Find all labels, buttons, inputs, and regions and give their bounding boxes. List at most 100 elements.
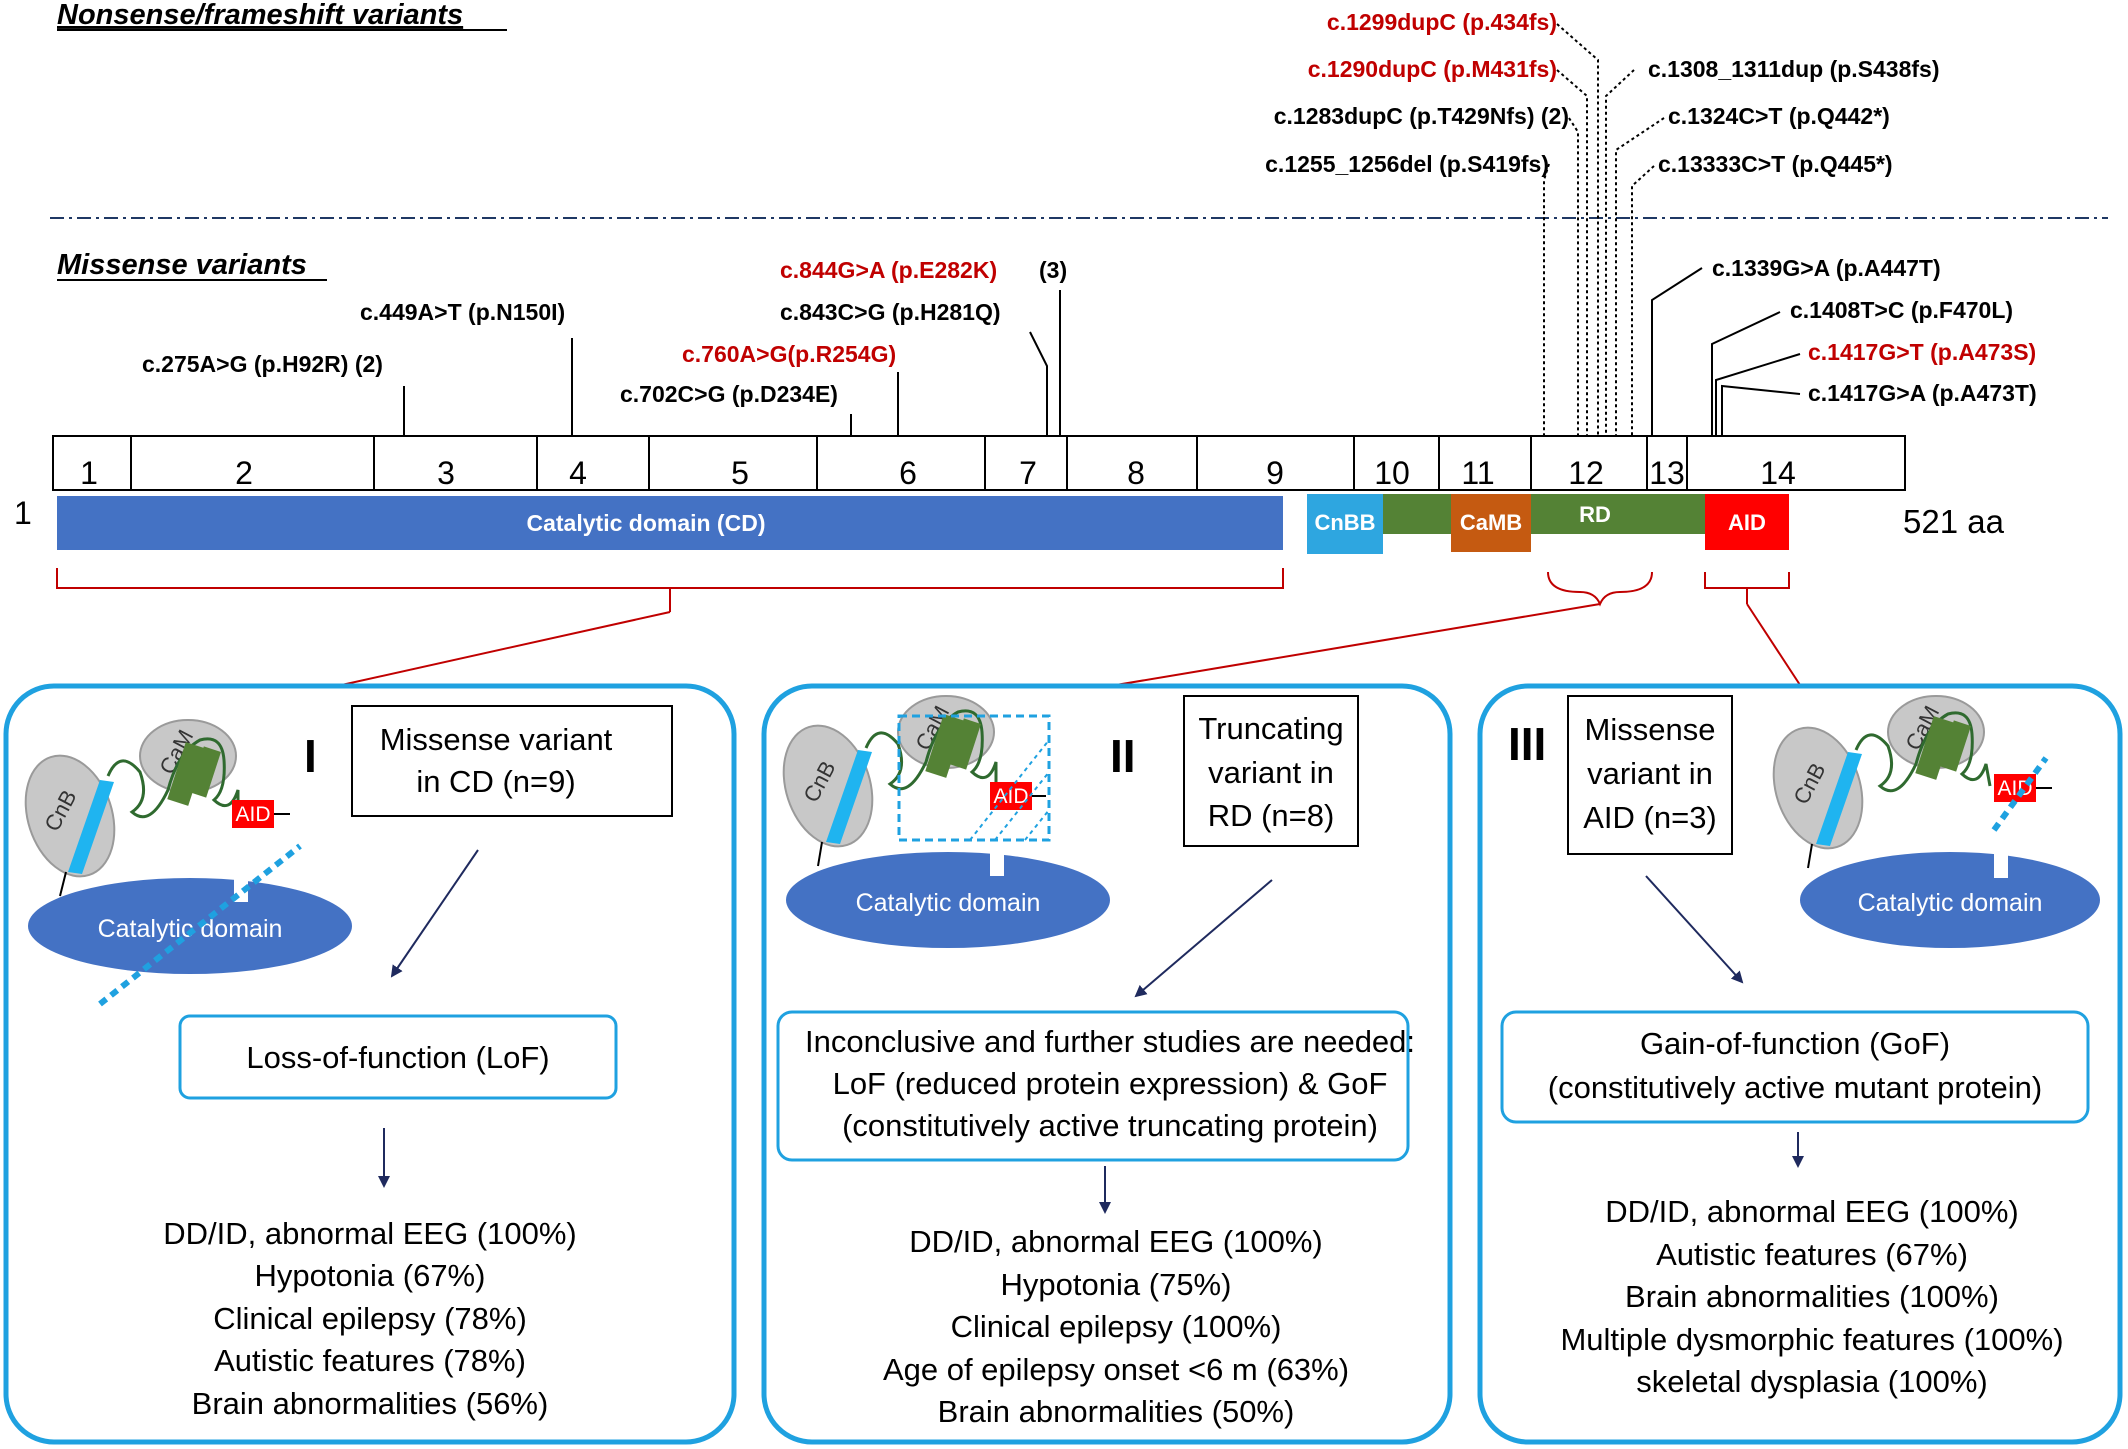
variant-box-line: variant in bbox=[1208, 755, 1334, 790]
feature-item: Age of epilepsy onset <6 m (63%) bbox=[883, 1352, 1349, 1387]
panel-numeral: II bbox=[1110, 730, 1136, 782]
exon-number: 4 bbox=[569, 455, 587, 491]
variant-label: c.1324C>T (p.Q442*) bbox=[1668, 103, 1890, 129]
cnb-ellipse bbox=[1772, 726, 1864, 850]
panel-ii: CnB CaM AID Catalytic domain II Truncati… bbox=[761, 683, 1453, 1445]
truncating-leader-lines bbox=[1543, 23, 1665, 436]
aid-cartoon-label: AID bbox=[235, 803, 270, 826]
feature-item: DD/ID, abnormal EEG (100%) bbox=[909, 1224, 1322, 1259]
connector-rd bbox=[1097, 603, 1601, 689]
camb-helix bbox=[167, 742, 207, 806]
enzyme-cartoon: CnB CaM AID Catalytic domain bbox=[782, 695, 1110, 948]
protein-start: 1 bbox=[14, 495, 32, 531]
variant-box-line: variant in bbox=[1587, 756, 1713, 791]
exon-number: 2 bbox=[235, 455, 253, 491]
aid-domain bbox=[1705, 494, 1789, 550]
exon-box bbox=[816, 435, 986, 491]
aid-cartoon-label: AID bbox=[1997, 777, 2032, 800]
variant-label: c.843C>G (p.H281Q) bbox=[780, 299, 1001, 325]
catalytic-domain-bar bbox=[57, 496, 1283, 550]
variant-label: c.1408T>C (p.F470L) bbox=[1790, 297, 2013, 323]
aid-cartoon-label: AID bbox=[993, 785, 1028, 808]
variant-label: c.1417G>T (p.A473S) bbox=[1808, 339, 2036, 365]
effect-line: Inconclusive and further studies are nee… bbox=[805, 1024, 1415, 1059]
variant-label: c.1283dupC (p.T429Nfs) (2) bbox=[1274, 103, 1569, 129]
catalytic-cartoon-label: Catalytic domain bbox=[1858, 889, 2043, 917]
catalytic-ellipse bbox=[1800, 852, 2100, 948]
variant-box-line: Missense variant bbox=[380, 722, 613, 757]
effect-box bbox=[1500, 1010, 2090, 1124]
cnbb-helix bbox=[68, 780, 114, 874]
feature-item: Hypotonia (75%) bbox=[1001, 1267, 1232, 1302]
exon-box bbox=[52, 435, 132, 491]
feature-item: Hypotonia (67%) bbox=[255, 1258, 486, 1293]
cnb-ellipse bbox=[24, 754, 116, 878]
feature-item: Clinical epilepsy (78%) bbox=[213, 1301, 527, 1336]
cnb-anchor bbox=[59, 871, 67, 897]
catalytic-cartoon-label: Catalytic domain bbox=[856, 889, 1041, 917]
cnb-anchor bbox=[1807, 843, 1813, 869]
feature-item: Brain abnormalities (100%) bbox=[1625, 1279, 1999, 1314]
camb-domain bbox=[1451, 494, 1531, 552]
catalytic-pocket bbox=[1994, 850, 2008, 878]
feature-item: Brain abnormalities (56%) bbox=[192, 1386, 549, 1421]
aid-label: AID bbox=[1728, 510, 1766, 535]
exon-box bbox=[130, 435, 375, 491]
effect-line: (constitutively active truncating protei… bbox=[842, 1108, 1378, 1143]
enzyme-cartoon: CnB CaM AID Catalytic domain bbox=[24, 719, 352, 1007]
variant-label: c.13333C>T (p.Q445*) bbox=[1658, 151, 1893, 177]
exon-number: 7 bbox=[1019, 455, 1037, 491]
variant-box-line: in CD (n=9) bbox=[416, 764, 575, 799]
aid-block bbox=[232, 800, 274, 828]
exon-number: 3 bbox=[437, 455, 455, 491]
catalytic-domain-label: Catalytic domain (CD) bbox=[527, 510, 766, 536]
variant-box bbox=[1183, 695, 1359, 847]
connector-aid bbox=[1746, 603, 1803, 689]
variant-box-line: AID (n=3) bbox=[1583, 800, 1717, 835]
exon-number: 14 bbox=[1760, 455, 1796, 491]
disruption-line bbox=[98, 843, 302, 1007]
catalytic-pocket bbox=[990, 852, 1004, 876]
variant-label: c.1290dupC (p.M431fs) bbox=[1308, 56, 1557, 82]
cnb-ellipse bbox=[782, 724, 874, 848]
effect-line: Loss-of-function (LoF) bbox=[246, 1040, 549, 1075]
disruption-line bbox=[1991, 756, 2049, 832]
missense-leader-lines bbox=[403, 267, 1801, 436]
exon-number: 13 bbox=[1649, 455, 1685, 491]
exon-number: 8 bbox=[1127, 455, 1145, 491]
feature-list: DD/ID, abnormal EEG (100%) Hypotonia (67… bbox=[163, 1216, 576, 1421]
feature-item: Autistic features (78%) bbox=[214, 1343, 526, 1378]
feature-item: Multiple dysmorphic features (100%) bbox=[1560, 1322, 2063, 1357]
variant-box-line: Truncating bbox=[1198, 711, 1343, 746]
connector-cd bbox=[327, 611, 671, 689]
exon-box bbox=[373, 435, 538, 491]
exon-box bbox=[1066, 435, 1198, 491]
camb-helix bbox=[1939, 720, 1971, 772]
cnbb-helix bbox=[826, 750, 872, 844]
panel-iii: III Missense variant in AID (n=3) CnB Ca… bbox=[1477, 683, 2123, 1445]
exon-number: 11 bbox=[1461, 455, 1494, 491]
feature-item: Brain abnormalities (50%) bbox=[938, 1394, 1295, 1429]
cnbb-domain bbox=[1307, 494, 1383, 554]
camb-label: CaMB bbox=[1460, 510, 1522, 535]
cd-bracket bbox=[56, 568, 1284, 589]
cnb-anchor bbox=[817, 841, 823, 867]
variant-label: c.1339G>A (p.A447T) bbox=[1712, 255, 1941, 281]
flow-arrow bbox=[390, 849, 479, 978]
camb-helix bbox=[1915, 716, 1955, 780]
variant-label: c.1308_1311dup (p.S438fs) bbox=[1648, 56, 1940, 82]
camb-helix bbox=[189, 746, 221, 798]
domain-brackets bbox=[56, 568, 1803, 689]
rd-domain bbox=[1383, 494, 1705, 534]
variant-label: c.702C>G (p.D234E) bbox=[620, 381, 838, 407]
variant-count: (3) bbox=[1039, 257, 1067, 283]
missense-variant-labels: c.275A>G (p.H92R) (2) c.449A>T (p.N150I)… bbox=[142, 255, 2037, 407]
nonsense-heading: Nonsense/frameshift variants bbox=[57, 0, 463, 31]
effect-line: Gain-of-function (GoF) bbox=[1640, 1026, 1950, 1061]
exon-track bbox=[52, 435, 1906, 491]
truncating-variant-labels: c.1299dupC (p.434fs) c.1290dupC (p.M431f… bbox=[1265, 9, 1939, 177]
rd-label: RD bbox=[1579, 502, 1611, 527]
flow-arrow bbox=[1134, 879, 1273, 998]
catalytic-ellipse bbox=[786, 852, 1110, 948]
exon-numbers: 1 2 3 4 5 6 7 8 9 10 11 12 13 14 bbox=[80, 455, 1796, 491]
